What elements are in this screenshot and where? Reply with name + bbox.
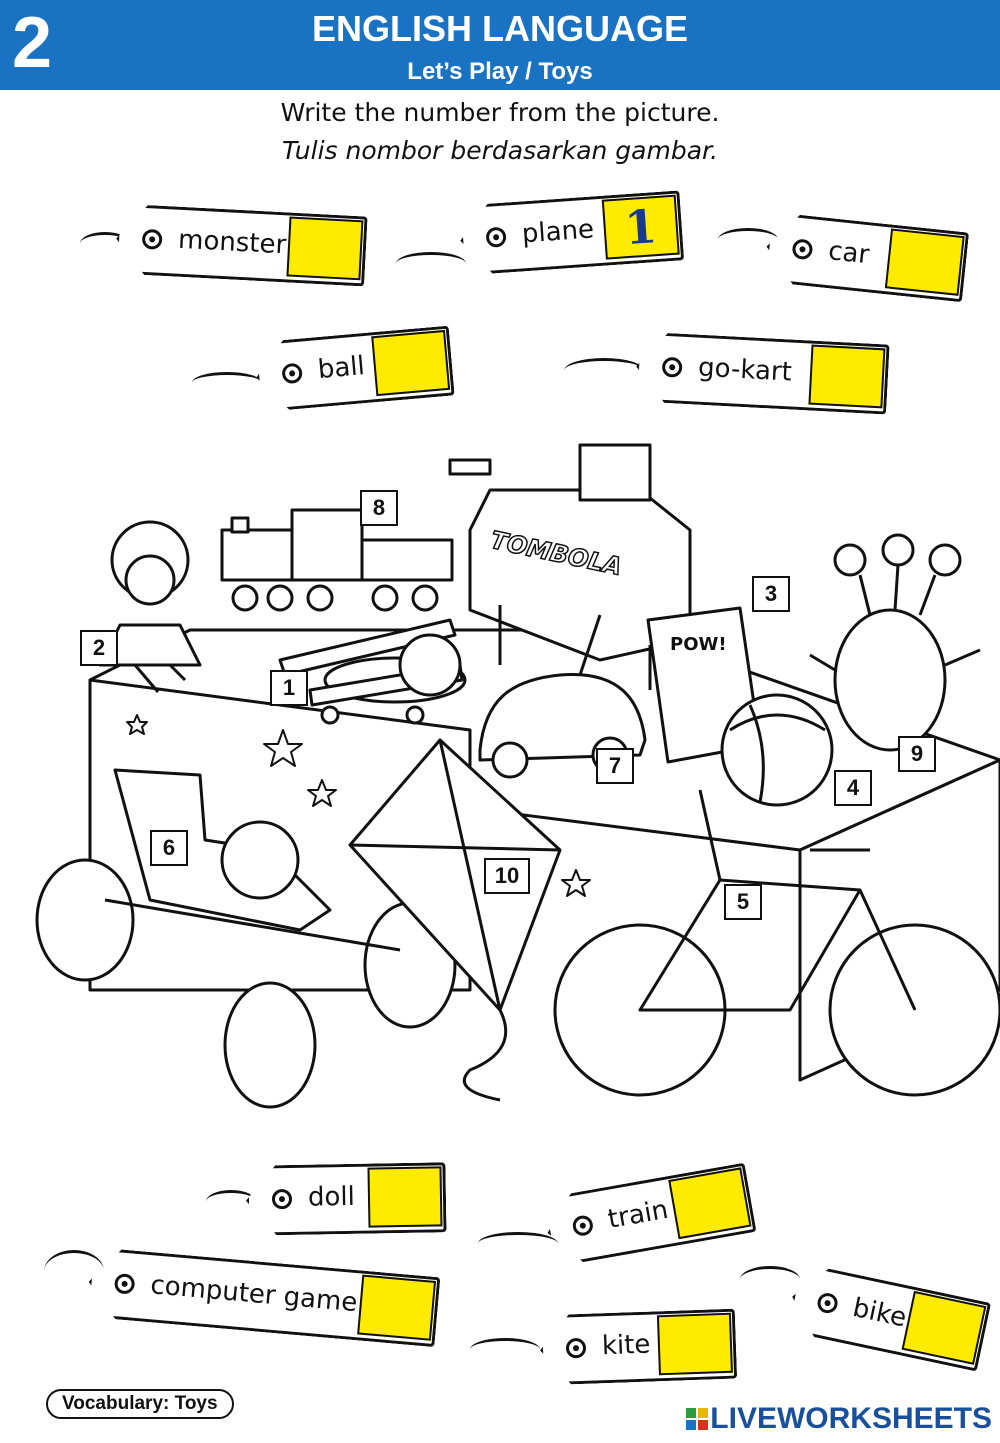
tag-go-kart: go-kart xyxy=(634,331,889,414)
tombola-drawing xyxy=(448,443,692,690)
tag-computer-game: computer game xyxy=(86,1247,441,1347)
picture-number-6: 6 xyxy=(150,830,188,866)
answer-box-go-kart[interactable] xyxy=(808,344,886,409)
answer-box-computer-game[interactable] xyxy=(357,1274,437,1341)
answer-box-doll[interactable] xyxy=(367,1166,443,1228)
instruction-malay: Tulis nombor berdasarkan gambar. xyxy=(282,136,718,165)
toys-drawing: TOMBOLA POW! xyxy=(35,443,1000,1109)
picture-number-2: 2 xyxy=(80,630,118,666)
tag-car: car xyxy=(763,212,969,303)
page-subtitle: Let’s Play / Toys xyxy=(407,58,593,85)
poster-label: POW! xyxy=(670,634,727,655)
tag-string xyxy=(396,252,466,275)
tag-label: kite xyxy=(601,1329,651,1362)
tag-kite: kite xyxy=(539,1309,737,1386)
tag-string xyxy=(470,1338,540,1361)
tag-label: monster xyxy=(177,224,287,261)
tag-label: car xyxy=(826,236,871,271)
kite-drawing xyxy=(348,738,562,1102)
tag-label: doll xyxy=(307,1181,356,1213)
picture-number-5: 5 xyxy=(724,884,762,920)
tag-string xyxy=(192,372,262,393)
toys-illustration: TOMBOLA POW! 1 2 3 4 5 6 7 8 9 10 xyxy=(0,430,1000,1130)
tag-doll: doll xyxy=(245,1162,446,1235)
tag-label: plane xyxy=(520,214,595,250)
brand-name: LIVEWORKSHEETS xyxy=(710,1402,992,1435)
picture-number-10: 10 xyxy=(484,858,530,894)
tag-monster: monster xyxy=(114,204,367,287)
tag-string xyxy=(718,228,778,251)
picture-number-9: 9 xyxy=(898,736,936,772)
tag-string xyxy=(206,1190,256,1213)
header-bar: 2 ENGLISH LANGUAGE Let’s Play / Toys xyxy=(0,0,1000,90)
tag-label: go-kart xyxy=(697,352,793,388)
page-title: ENGLISH LANGUAGE xyxy=(311,8,688,49)
picture-number-8: 8 xyxy=(360,490,398,526)
instruction-english: Write the number from the picture. xyxy=(280,98,720,127)
picture-number-4: 4 xyxy=(834,770,872,806)
picture-number-3: 3 xyxy=(752,576,790,612)
plane-drawing xyxy=(278,618,467,725)
ball-drawing xyxy=(720,693,834,807)
doll-drawing xyxy=(98,520,202,693)
answer-box-train[interactable] xyxy=(668,1167,752,1240)
brand-logo: LIVEWORKSHEETS xyxy=(686,1402,992,1436)
answer-box-car[interactable] xyxy=(884,228,965,296)
tag-plane: plane 1 xyxy=(458,190,684,275)
tag-string xyxy=(478,1232,558,1255)
vocabulary-label: Vocabulary: Toys xyxy=(46,1389,234,1419)
picture-number-1: 1 xyxy=(270,670,308,706)
answer-box-ball[interactable] xyxy=(371,329,451,397)
tag-string xyxy=(80,232,130,255)
liveworksheets-logo-icon xyxy=(686,1408,709,1430)
bike-drawing xyxy=(553,789,1000,1097)
monster-drawing xyxy=(809,533,981,752)
picture-number-7: 7 xyxy=(596,748,634,784)
answer-box-kite[interactable] xyxy=(656,1312,733,1376)
tag-ball: ball xyxy=(253,326,454,413)
tag-train: train xyxy=(541,1163,756,1268)
tag-string xyxy=(44,1250,104,1293)
answer-box-plane[interactable]: 1 xyxy=(601,194,680,260)
tag-label: ball xyxy=(316,351,366,386)
answer-box-monster[interactable] xyxy=(286,216,364,281)
tag-bike: bike xyxy=(785,1262,991,1371)
train-drawing xyxy=(220,508,454,612)
unit-number: 2 xyxy=(12,3,53,83)
tag-string xyxy=(740,1266,800,1293)
tag-string xyxy=(564,358,644,383)
go-kart-drawing xyxy=(35,768,457,1109)
